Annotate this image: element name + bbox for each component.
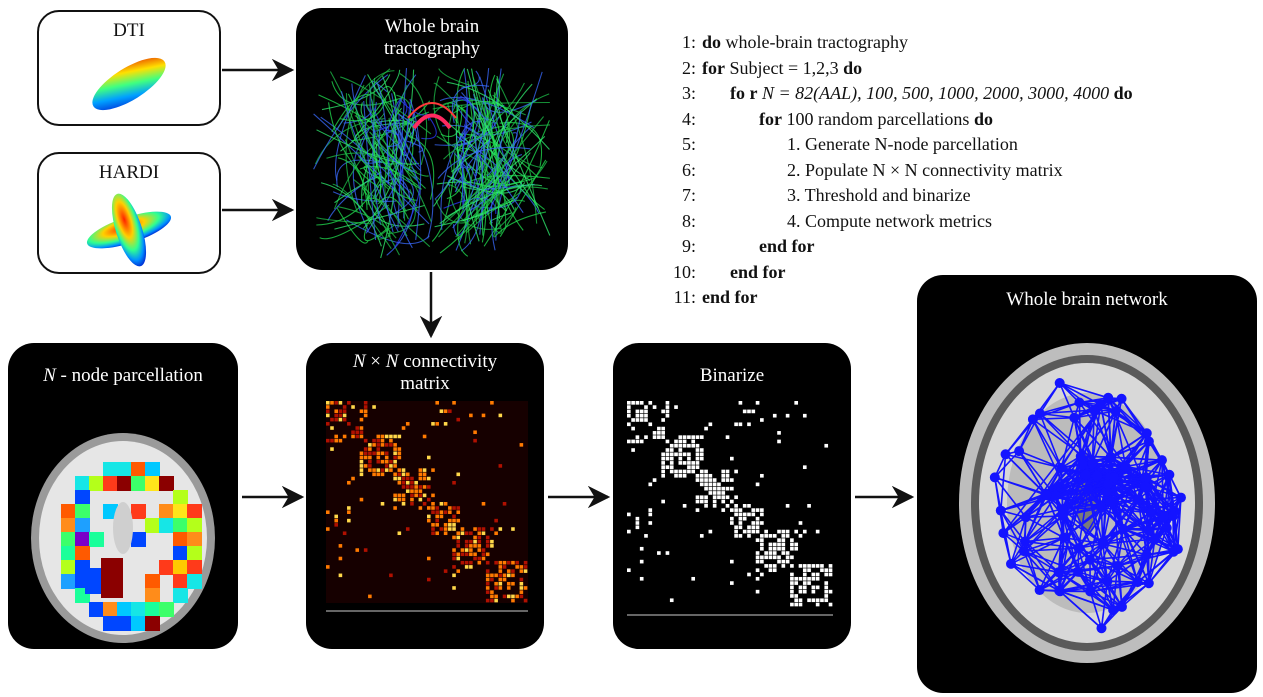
parcellation-panel: N - node parcellation [8, 343, 238, 649]
network-title: Whole brain network [1006, 289, 1168, 310]
dti-label: DTI [113, 20, 145, 41]
tractography-panel: Whole brain tractography [296, 8, 568, 270]
hardi-box: HARDI [37, 152, 221, 274]
binarized-matrix-image [627, 401, 833, 616]
tractography-image [313, 67, 551, 259]
brain-network-image [959, 343, 1215, 663]
parcellation-brain-image [31, 433, 215, 643]
connectivity-panel: N × N connectivity matrix [306, 343, 544, 649]
connectivity-title: N × N connectivity matrix [352, 351, 498, 394]
binarize-title: Binarize [699, 365, 765, 386]
hardi-label: HARDI [98, 162, 160, 183]
dti-box: DTI [37, 10, 221, 126]
parcellation-title: N - node parcellation [43, 365, 203, 386]
connectivity-matrix-image [326, 401, 528, 612]
binarize-panel: Binarize [613, 343, 851, 649]
hardi-glyph-icon [86, 193, 172, 267]
network-panel: Whole brain network [917, 275, 1257, 693]
tractography-title: Whole brain tractography [383, 16, 480, 59]
dti-ellipsoid-icon [92, 57, 166, 111]
